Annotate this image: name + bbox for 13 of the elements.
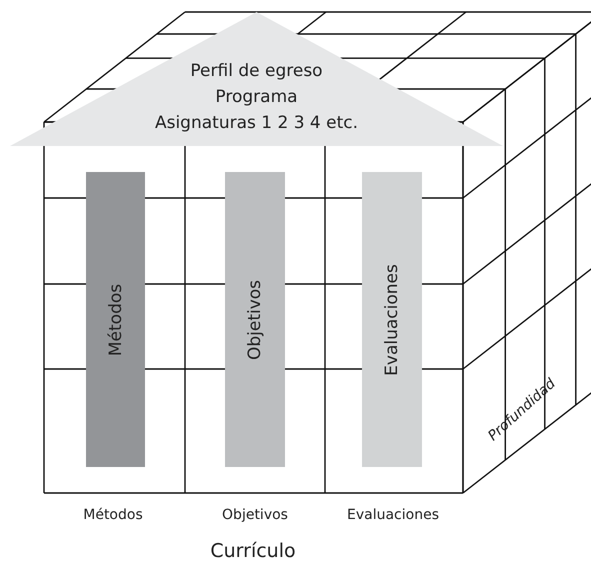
roof-text: Asignaturas 1 2 3 4 etc. [154, 112, 358, 135]
column-label: Objetivos [222, 507, 288, 523]
pillar-label: Evaluaciones [382, 264, 402, 376]
pillar-label: Objetivos [245, 279, 265, 360]
column-label: Evaluaciones [347, 507, 439, 523]
roof-text: Programa [215, 86, 298, 109]
pillar [225, 172, 285, 467]
column-label: Métodos [83, 507, 143, 523]
roof-text: Perfil de egreso [190, 60, 323, 83]
pillar-label: Métodos [106, 283, 126, 356]
pillar [362, 172, 422, 467]
axis-title: Currículo [210, 540, 296, 562]
pillar [86, 172, 145, 467]
